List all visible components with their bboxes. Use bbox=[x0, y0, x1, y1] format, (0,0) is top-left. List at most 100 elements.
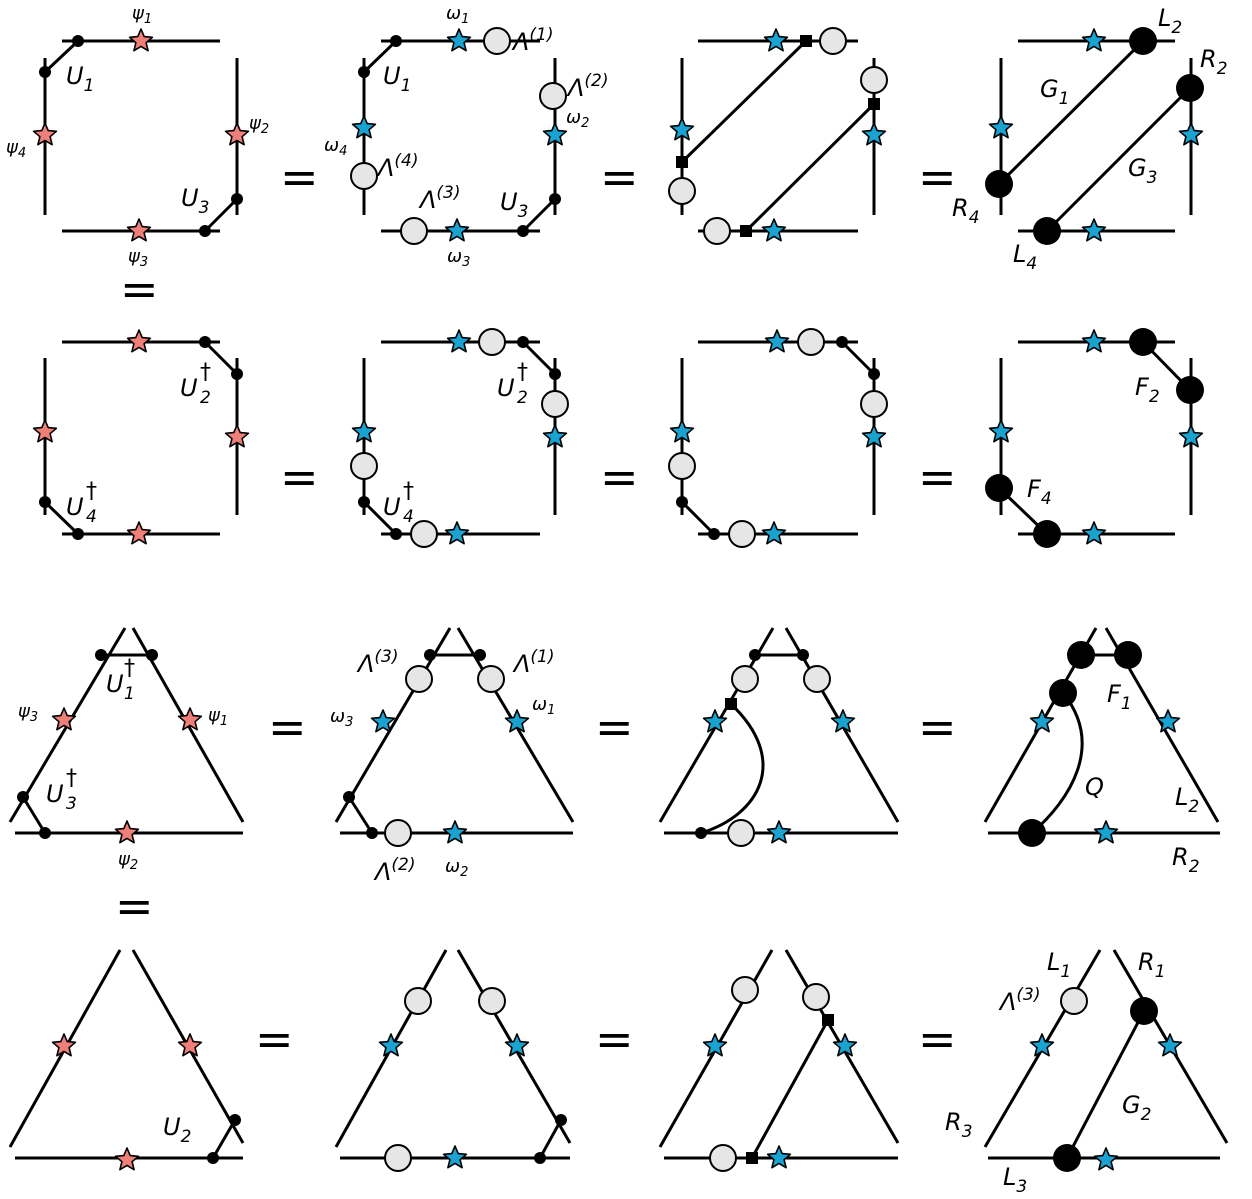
omega-star-icon bbox=[988, 419, 1014, 443]
omega-star-icon bbox=[763, 28, 789, 52]
omega-star-icon bbox=[669, 117, 695, 141]
omega-star-icon bbox=[504, 709, 530, 733]
lambda-node bbox=[384, 819, 412, 847]
equals-sign: = bbox=[268, 700, 307, 754]
lambda-node bbox=[410, 520, 438, 548]
lambda-node bbox=[478, 987, 506, 1015]
tensor-node bbox=[1033, 217, 1061, 245]
square-node bbox=[740, 225, 752, 237]
psi-star-icon bbox=[51, 707, 77, 731]
tensor-dot bbox=[390, 35, 402, 47]
psi-star-icon bbox=[32, 419, 58, 443]
lambda-node bbox=[350, 162, 378, 190]
tensor-dot bbox=[231, 193, 243, 205]
label-R2: R2 bbox=[1172, 843, 1200, 877]
tensor-dot bbox=[366, 827, 378, 839]
lambda-node bbox=[478, 328, 506, 356]
square-node bbox=[822, 1014, 834, 1026]
label-U2: U2 bbox=[163, 1113, 191, 1147]
label-F1: F1 bbox=[1107, 680, 1132, 714]
tensor-node bbox=[1053, 1144, 1081, 1172]
equals-sign: = bbox=[255, 1012, 294, 1066]
label-lambda3: Λ(3) bbox=[418, 183, 461, 214]
network-line bbox=[744, 102, 876, 233]
psi-star-icon bbox=[224, 122, 250, 146]
network-line bbox=[362, 500, 398, 536]
label-F2: F2 bbox=[1135, 373, 1160, 407]
lambda-node bbox=[483, 27, 511, 55]
label-omega2: ω2 bbox=[445, 856, 468, 880]
lambda-node bbox=[668, 177, 696, 205]
label-L2: L2 bbox=[1158, 4, 1182, 38]
equals-sign: = bbox=[120, 262, 159, 316]
label-psi4: ψ4 bbox=[6, 137, 26, 161]
tensor-dot bbox=[199, 336, 211, 348]
label-lambda4: Λ(4) bbox=[376, 151, 419, 182]
tensor-node bbox=[1033, 520, 1061, 548]
square-node bbox=[868, 98, 880, 110]
label-lambda1: Λ(1) bbox=[511, 25, 554, 56]
network-line bbox=[997, 39, 1145, 186]
tensor-node bbox=[1114, 641, 1142, 669]
network-line bbox=[680, 500, 716, 536]
psi-star-icon bbox=[177, 707, 203, 731]
tensor-dot bbox=[549, 193, 561, 205]
square-node bbox=[676, 156, 688, 168]
omega-star-icon bbox=[1081, 521, 1107, 545]
lambda-node bbox=[668, 452, 696, 480]
omega-star-icon bbox=[1081, 329, 1107, 353]
label-omega3: ω3 bbox=[447, 246, 470, 270]
omega-star-icon bbox=[378, 1033, 404, 1057]
network-line bbox=[750, 1019, 830, 1159]
omega-star-icon bbox=[1093, 1147, 1119, 1171]
tensor-node bbox=[985, 474, 1013, 502]
label-R1: R1 bbox=[1138, 948, 1166, 982]
omega-star-icon bbox=[351, 115, 377, 139]
tensor-dot bbox=[343, 791, 355, 803]
tensor-dot bbox=[358, 496, 370, 508]
network-line bbox=[1065, 1010, 1146, 1159]
lambda-node bbox=[731, 665, 759, 693]
omega-star-icon bbox=[1178, 424, 1204, 448]
label-psi2: ψ2 bbox=[118, 849, 138, 873]
tensor-dot bbox=[868, 368, 880, 380]
omega-star-icon bbox=[446, 28, 472, 52]
equals-sign: = bbox=[595, 700, 634, 754]
tensor-node bbox=[1018, 819, 1046, 847]
network-line bbox=[203, 340, 239, 376]
omega-star-icon bbox=[504, 1033, 530, 1057]
tensor-dot bbox=[797, 649, 809, 661]
network-line bbox=[21, 796, 47, 834]
label-psi1: ψ1 bbox=[132, 3, 152, 27]
label-U3: U3 bbox=[500, 188, 528, 222]
tensor-dot bbox=[836, 336, 848, 348]
tensor-dot bbox=[749, 649, 761, 661]
equals-sign: = bbox=[918, 450, 957, 504]
omega-star-icon bbox=[1157, 1033, 1183, 1057]
omega-star-icon bbox=[861, 424, 887, 448]
omega-star-icon bbox=[988, 115, 1014, 139]
square-node bbox=[746, 1152, 758, 1164]
lambda-node bbox=[860, 66, 888, 94]
equals-sign: = bbox=[280, 450, 319, 504]
lambda-node bbox=[860, 390, 888, 418]
tensor-dot bbox=[390, 528, 402, 540]
tensor-dot bbox=[549, 368, 561, 380]
label-psi3: ψ3 bbox=[128, 246, 148, 270]
label-lambda2: Λ(2) bbox=[566, 71, 609, 102]
equals-sign: = bbox=[115, 879, 154, 933]
lambda-node bbox=[405, 665, 433, 693]
tensor-dot bbox=[17, 791, 29, 803]
omega-star-icon bbox=[669, 419, 695, 443]
label-omega2: ω2 bbox=[566, 107, 589, 131]
label-F4: F4 bbox=[1027, 475, 1052, 509]
tensor-dot bbox=[72, 528, 84, 540]
tensor-dot bbox=[39, 827, 51, 839]
lambda-node bbox=[703, 217, 731, 245]
label-R4: R4 bbox=[952, 194, 980, 228]
tensor-dot bbox=[95, 649, 107, 661]
label-lambda1: Λ(1) bbox=[512, 647, 555, 678]
psi-star-icon bbox=[126, 329, 152, 353]
network-line bbox=[1031, 692, 1084, 835]
